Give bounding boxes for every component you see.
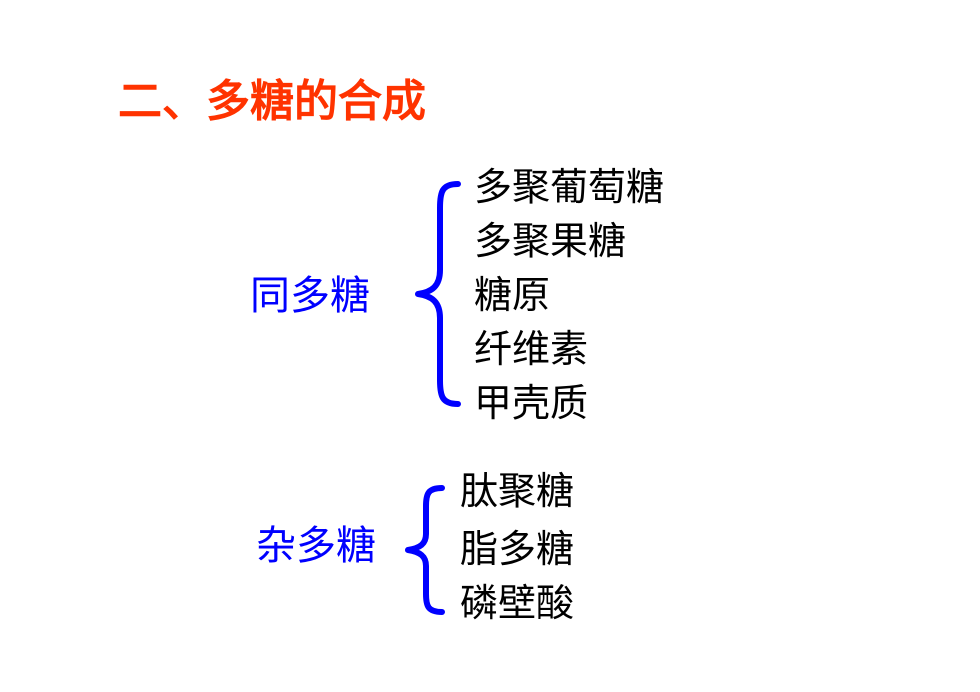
group-label-heteropolysaccharide: 杂多糖	[256, 523, 376, 569]
list-item: 甲壳质	[474, 381, 589, 425]
list-item: 多聚葡萄糖	[474, 165, 665, 209]
list-item: 肽聚糖	[460, 469, 575, 513]
list-item: 磷壁酸	[460, 581, 575, 625]
slide-title: 二、多糖的合成	[118, 76, 426, 127]
heteropolysaccharide-list: 肽聚糖 脂多糖 磷壁酸	[460, 464, 574, 630]
left-curly-brace-icon	[415, 181, 461, 407]
left-curly-brace-icon	[405, 485, 445, 615]
list-item: 脂多糖	[460, 527, 575, 571]
group-label-homopolysaccharide: 同多糖	[250, 273, 370, 319]
list-item: 纤维素	[474, 327, 589, 371]
list-item: 多聚果糖	[474, 219, 627, 263]
homopolysaccharide-list: 多聚葡萄糖 多聚果糖 糖原 纤维素 甲壳质	[474, 160, 664, 430]
list-item: 糖原	[474, 273, 551, 317]
